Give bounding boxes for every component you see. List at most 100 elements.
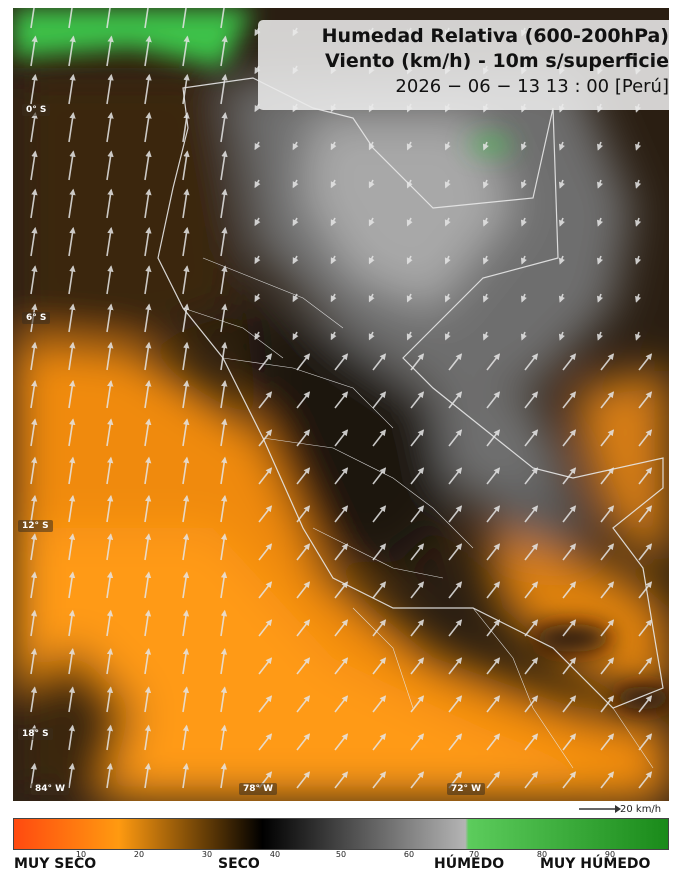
wind-arrow: [106, 418, 114, 447]
wind-arrow: [638, 543, 653, 561]
wind-arrow: [68, 226, 76, 257]
wind-arrow: [562, 543, 577, 561]
wind-arrow: [558, 217, 565, 227]
wind-arrow: [182, 686, 190, 713]
wind-arrow: [520, 331, 527, 341]
wind-arrow: [600, 353, 615, 371]
map-canvas: [13, 8, 669, 801]
wind-arrow: [486, 657, 501, 675]
wind-arrow: [334, 353, 349, 371]
wind-arrow: [144, 609, 152, 637]
wind-arrow: [448, 695, 463, 713]
wind-arrow: [258, 581, 273, 599]
wind-arrow: [182, 188, 190, 219]
wind-arrow: [334, 771, 349, 789]
wind-arrow: [482, 255, 489, 265]
wind-arrow: [30, 112, 38, 143]
wind-arrow: [68, 533, 76, 561]
wind-arrow: [372, 391, 387, 409]
wind-arrow: [106, 226, 114, 257]
wind-arrow: [296, 391, 311, 409]
wind-arrow: [182, 265, 190, 295]
wind-arrow: [448, 467, 463, 485]
wind-arrow: [596, 255, 603, 265]
wind-arrow: [30, 73, 38, 105]
wind-arrow: [106, 380, 114, 409]
wind-arrow: [68, 686, 76, 713]
wind-arrow: [106, 648, 114, 675]
wind-arrow: [558, 293, 565, 303]
wind-arrow: [182, 112, 190, 143]
wind-arrow: [220, 35, 228, 67]
wind-arrow: [144, 226, 152, 257]
wind-arrow: [406, 293, 413, 303]
wind-arrow: [330, 141, 337, 151]
wind-arrow: [106, 35, 114, 67]
wind-arrow: [144, 533, 152, 561]
wind-arrow: [635, 141, 642, 151]
wind-arrow: [372, 543, 387, 561]
wind-arrow: [524, 695, 539, 713]
wind-arrow: [296, 505, 311, 523]
wind-arrow: [372, 353, 387, 371]
wind-arrow: [30, 8, 35, 29]
wind-arrow: [106, 341, 114, 371]
wind-arrow: [635, 293, 642, 303]
wind-arrow: [144, 380, 152, 409]
wind-arrow: [638, 581, 653, 599]
wind-arrow: [334, 657, 349, 675]
wind-arrow: [600, 391, 615, 409]
wind-arrow: [144, 456, 152, 485]
wind-arrow: [106, 494, 114, 523]
wind-arrow: [30, 380, 38, 409]
wind-arrow: [600, 543, 615, 561]
wind-arrow: [410, 581, 425, 599]
wind-arrow: [144, 494, 152, 523]
wind-arrow: [258, 391, 273, 409]
wind-arrow: [562, 657, 577, 675]
wind-arrow: [334, 695, 349, 713]
wind-arrow: [562, 353, 577, 371]
wind-arrow: [220, 494, 228, 523]
wind-arrow: [448, 429, 463, 447]
wind-arrow: [106, 533, 114, 561]
wind-arrow: [558, 179, 565, 189]
colorbar-tick: 70: [468, 850, 480, 859]
wind-arrow: [220, 380, 228, 409]
wind-arrow: [30, 686, 38, 713]
colorbar-tick: 40: [269, 850, 281, 859]
wind-arrow: [410, 429, 425, 447]
wind-arrow: [296, 771, 311, 789]
wind-arrow: [486, 771, 501, 789]
wind-arrow: [334, 467, 349, 485]
country-borders: [157, 77, 664, 769]
wind-arrow: [600, 619, 615, 637]
wind-arrow: [68, 150, 76, 181]
humidity-wind-map: Humedad Relativa (600-200hPa) Viento (km…: [13, 8, 669, 801]
map-subtitle: Viento (km/h) - 10m s/superficie: [325, 50, 669, 72]
wind-arrow: [144, 724, 152, 751]
wind-arrow: [220, 533, 228, 561]
wind-arrow: [406, 255, 413, 265]
wind-arrow: [144, 265, 152, 295]
title-panel: Humedad Relativa (600-200hPa) Viento (km…: [258, 20, 669, 110]
wind-arrow: [106, 8, 111, 29]
wind-arrow: [638, 733, 653, 751]
wind-arrow: [635, 179, 642, 189]
wind-arrow: [410, 619, 425, 637]
wind-arrow: [292, 141, 299, 151]
wind-arrow: [30, 609, 38, 637]
wind-arrow: [368, 217, 375, 227]
wind-arrow: [482, 293, 489, 303]
wind-arrow: [562, 467, 577, 485]
wind-arrow: [486, 391, 501, 409]
wind-arrow: [296, 543, 311, 561]
wind-arrow: [372, 619, 387, 637]
wind-arrow: [638, 505, 653, 523]
wind-arrow: [258, 543, 273, 561]
colorbar-tick: 30: [201, 850, 213, 859]
wind-arrow: [334, 429, 349, 447]
wind-arrow: [30, 150, 38, 181]
wind-arrow: [68, 418, 76, 447]
wind-arrow: [30, 494, 38, 523]
